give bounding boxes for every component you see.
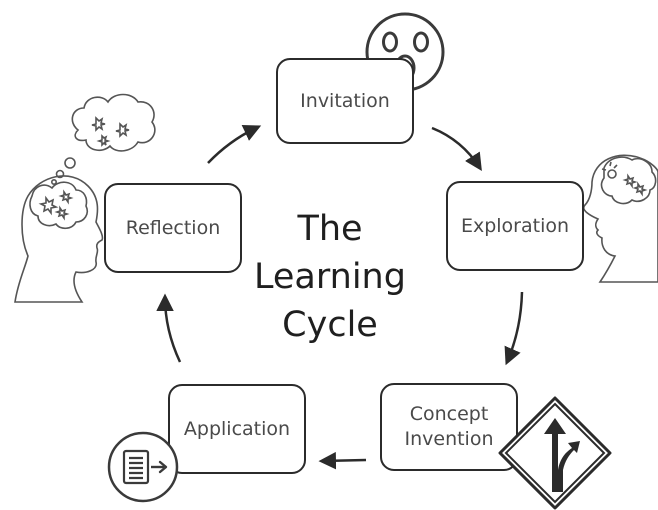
stage-invitation: Invitation xyxy=(276,58,414,144)
stage-concept-invention-label: Concept Invention xyxy=(404,402,493,451)
stage-concept-invention: Concept Invention xyxy=(380,383,518,471)
title-line-1: The xyxy=(297,209,363,249)
stage-exploration-label: Exploration xyxy=(460,214,570,237)
arrow-application-to-reflection xyxy=(156,293,182,363)
stage-reflection: Reflection xyxy=(104,183,242,273)
thought-bubble-icon xyxy=(50,93,156,186)
reflecting-head-icon xyxy=(14,175,104,303)
stage-concept-invention-line2: Invention xyxy=(404,428,494,450)
arrow-reflection-to-invitation xyxy=(207,124,262,164)
arrow-concept-to-application xyxy=(318,451,367,470)
diagram-title: The Learning Cycle xyxy=(240,205,420,349)
thinking-head-icon xyxy=(583,154,658,283)
arrow-exploration-to-concept xyxy=(504,291,524,366)
stage-invitation-label: Invitation xyxy=(300,89,390,112)
stage-exploration: Exploration xyxy=(446,181,584,271)
stage-application: Application xyxy=(168,384,306,474)
arrow-invitation-to-exploration xyxy=(431,126,482,171)
stage-concept-invention-line1: Concept xyxy=(409,403,489,426)
stage-reflection-label: Reflection xyxy=(125,216,221,239)
title-line-3: Cycle xyxy=(282,305,378,345)
stage-application-label: Application xyxy=(183,417,291,440)
title-line-2: Learning xyxy=(254,257,406,297)
